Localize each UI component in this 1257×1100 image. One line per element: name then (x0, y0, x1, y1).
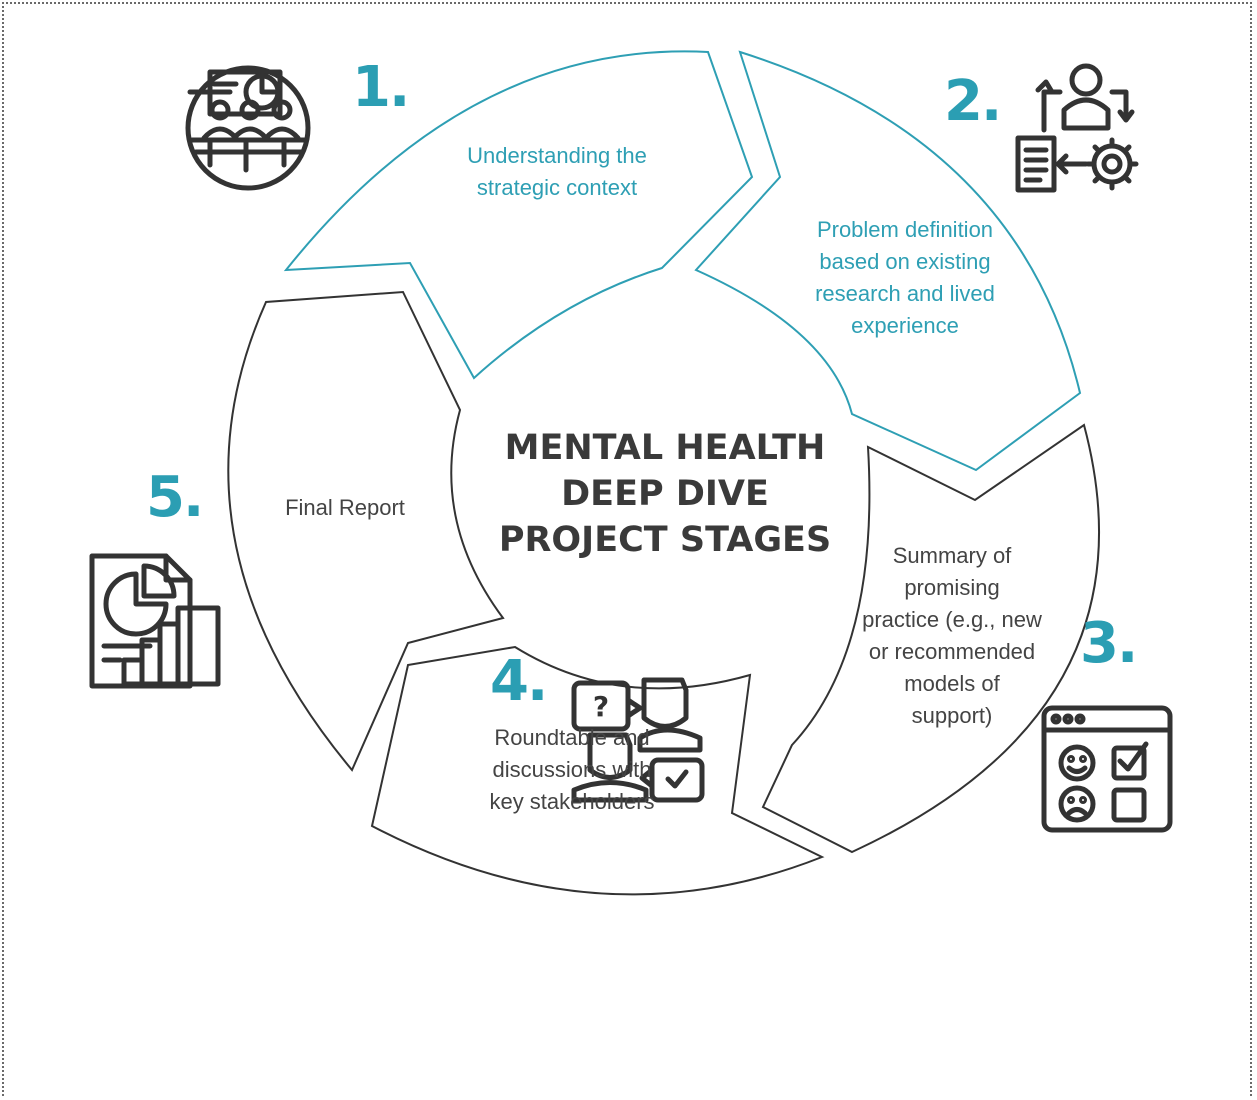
stage-1-number: 1. (352, 55, 410, 120)
center-title-line-1: MENTAL HEALTH (504, 428, 826, 468)
stage-3-line-1: Summary of (892, 543, 1012, 568)
stage-3-line-2: promising (904, 575, 1000, 600)
stage-3-line-5: models of (904, 671, 1000, 696)
stage-1-line-1: Understanding the (467, 143, 647, 168)
center-title: MENTAL HEALTH DEEP DIVE PROJECT STAGES (480, 425, 850, 563)
stage-4-line-3: key stakeholders (489, 789, 655, 814)
stage-2-label: Problem definition based on existing res… (785, 214, 1025, 342)
stage-2-number: 2. (944, 69, 1002, 134)
stage-3-segment (761, 423, 1101, 854)
stage-2-line-1: Problem definition (816, 217, 994, 242)
stage-1-line-2: strategic context (476, 175, 638, 200)
stage-3-line-3: practice (e.g., new (862, 607, 1042, 632)
feedback-survey-icon (1041, 705, 1173, 833)
stage-3-label: Summary of promising practice (e.g., new… (842, 540, 1062, 732)
stage-4-segment (370, 645, 825, 896)
stage-4-number: 4. (490, 649, 548, 714)
stage-2-line-3: research and lived (815, 281, 995, 306)
stage-4-label: Roundtable and discussions with key stak… (462, 722, 682, 818)
stage-4-line-1: Roundtable and (494, 725, 650, 750)
stage-4-line-2: discussions with (492, 757, 652, 782)
presentation-meeting-icon (185, 65, 311, 191)
stage-2-line-2: based on existing (819, 249, 991, 274)
process-workflow-icon (1015, 63, 1139, 193)
center-title-line-3: PROJECT STAGES (498, 520, 832, 560)
stage-1-segment (283, 50, 754, 380)
report-document-icon (89, 553, 221, 689)
discussion-people-icon (571, 677, 705, 803)
question-mark-glyph: ? (593, 690, 609, 723)
stage-3-line-6: support) (911, 703, 993, 728)
stage-1-label: Understanding the strategic context (437, 140, 677, 204)
stage-5-number: 5. (146, 465, 204, 530)
stage-5-label: Final Report (265, 492, 425, 524)
stage-5-segment (227, 290, 505, 772)
stage-2-segment (694, 50, 1082, 472)
center-title-line-2: DEEP DIVE (561, 474, 769, 514)
stage-3-line-4: or recommended (868, 639, 1036, 664)
stage-5-line-1: Final Report (285, 495, 405, 520)
stage-2-line-4: experience (851, 313, 959, 338)
stage-3-number: 3. (1080, 611, 1138, 676)
